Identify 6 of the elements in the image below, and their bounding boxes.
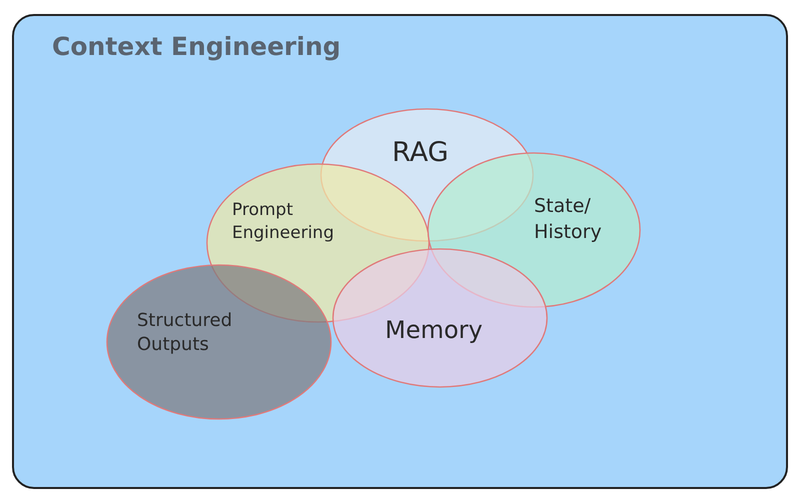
venn-label: State/ History bbox=[534, 194, 603, 245]
venn-label: Memory bbox=[385, 315, 484, 346]
venn-label: Structured Outputs bbox=[137, 309, 234, 358]
diagram-title: Context Engineering bbox=[52, 32, 341, 61]
venn-label: Prompt Engineering bbox=[232, 199, 335, 245]
venn-label: RAG bbox=[392, 136, 450, 170]
